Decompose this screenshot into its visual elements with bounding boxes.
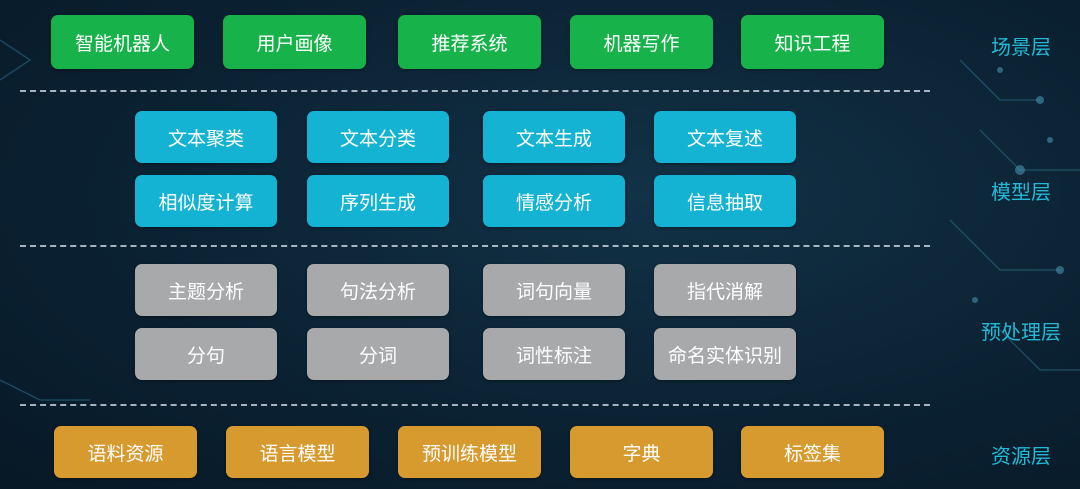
preprocess-layer-label: 预处理层	[981, 320, 1061, 344]
pre-item-sentence-split: 分句	[135, 328, 277, 380]
model-item-text-classification: 文本分类	[307, 111, 449, 163]
pre-item-word-sentence-vector: 词句向量	[483, 264, 625, 316]
pre-item-pos-tagging: 词性标注	[483, 328, 625, 380]
resource-item-label-set: 标签集	[741, 426, 884, 478]
pre-item-syntax-analysis: 句法分析	[307, 264, 449, 316]
scene-layer-label: 场景层	[991, 35, 1051, 59]
model-item-information-extraction: 信息抽取	[654, 175, 796, 227]
model-item-text-generation: 文本生成	[483, 111, 625, 163]
pre-item-coreference-resolution: 指代消解	[654, 264, 796, 316]
divider-preprocess-resource	[20, 404, 930, 406]
resource-item-corpus: 语料资源	[54, 426, 197, 478]
scene-item-knowledge-engineering: 知识工程	[741, 15, 884, 69]
model-item-similarity: 相似度计算	[135, 175, 277, 227]
model-item-text-paraphrase: 文本复述	[654, 111, 796, 163]
resource-layer-label: 资源层	[991, 444, 1051, 468]
scene-item-machine-writing: 机器写作	[570, 15, 713, 69]
model-item-text-clustering: 文本聚类	[135, 111, 277, 163]
scene-item-intelligent-robot: 智能机器人	[51, 15, 194, 69]
resource-item-language-model: 语言模型	[226, 426, 369, 478]
pre-item-named-entity-recognition: 命名实体识别	[654, 328, 796, 380]
pre-item-word-segmentation: 分词	[307, 328, 449, 380]
divider-scene-model	[20, 90, 930, 92]
model-item-sentiment-analysis: 情感分析	[483, 175, 625, 227]
resource-item-dictionary: 字典	[570, 426, 713, 478]
pre-item-topic-analysis: 主题分析	[135, 264, 277, 316]
divider-model-preprocess	[20, 245, 930, 247]
resource-item-pretrained-model: 预训练模型	[398, 426, 541, 478]
model-layer-label: 模型层	[991, 180, 1051, 204]
scene-item-recommender-system: 推荐系统	[398, 15, 541, 69]
model-item-sequence-generation: 序列生成	[307, 175, 449, 227]
scene-item-user-profile: 用户画像	[223, 15, 366, 69]
